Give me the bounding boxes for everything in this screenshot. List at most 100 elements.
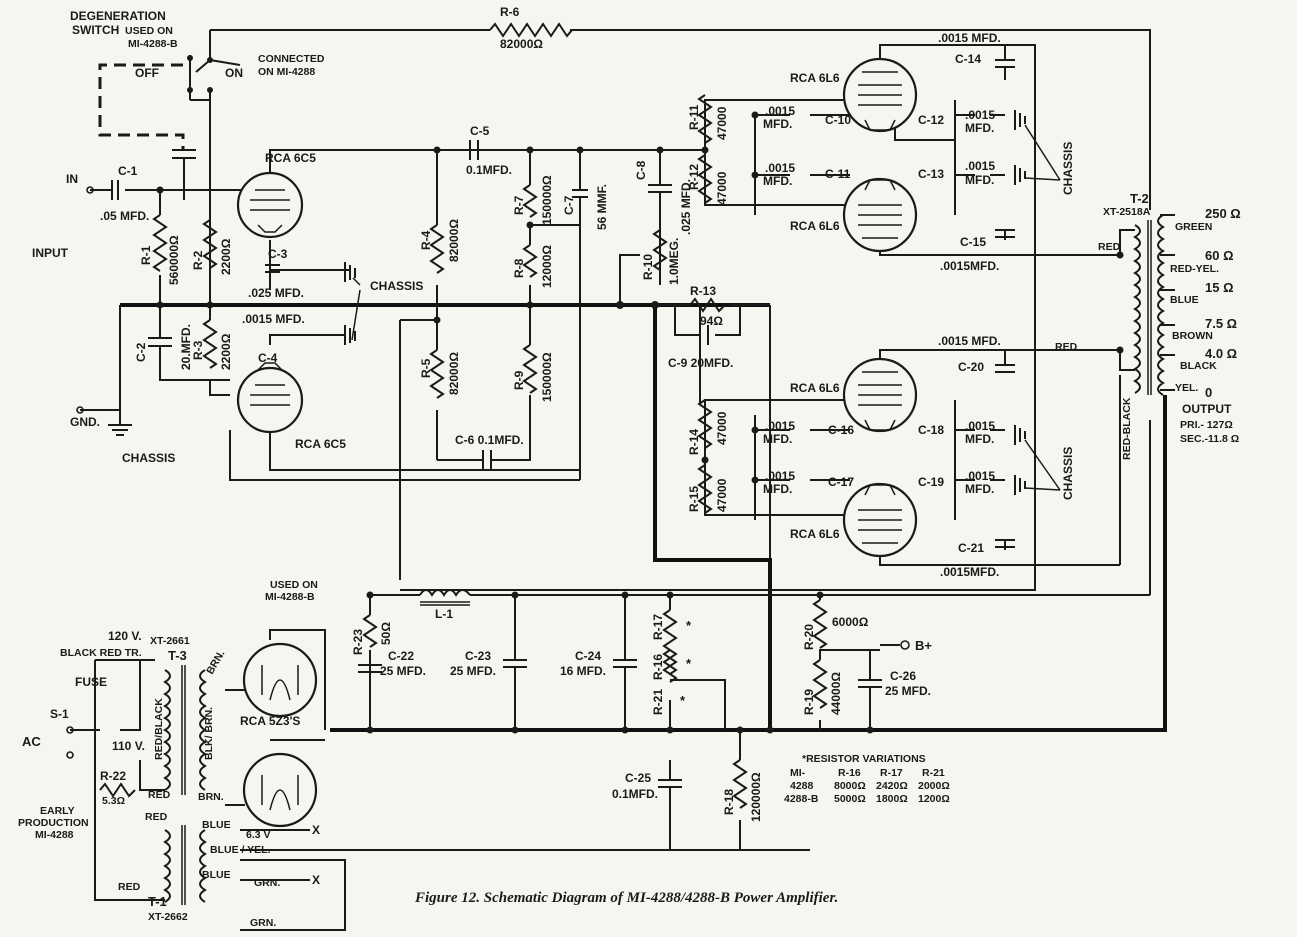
pri-label: PRI.- 127Ω [1180, 419, 1233, 431]
c10-value-a: .0015 [765, 104, 795, 118]
tap-0: 0 [1205, 385, 1212, 400]
r20-label: R-20 [802, 624, 816, 650]
tube-v1 [236, 171, 304, 239]
c25-label: C-25 [625, 771, 651, 785]
early-label-2: PRODUCTION [18, 817, 89, 829]
v120-label: 120 V. [108, 629, 142, 643]
r23-label: R-23 [351, 629, 365, 655]
r5-label: R-5 [419, 358, 433, 378]
c22-label: C-22 [388, 649, 414, 663]
c18-label: C-18 [918, 423, 944, 437]
r1-value: 560000Ω [167, 235, 181, 285]
c16-value-b: MFD. [763, 432, 792, 446]
c20-label: C-20 [958, 360, 984, 374]
heater-x-1: X [312, 823, 320, 837]
c13-value-b: MFD. [965, 173, 994, 187]
tube-v1-label: RCA 6C5 [265, 151, 316, 165]
switch-on-label: ON [225, 66, 243, 80]
t1-label: T-1 [148, 894, 167, 909]
c3-value: .025 MFD. [248, 286, 304, 300]
c13-value-a: .0015 [965, 159, 995, 173]
wire-grn-2: GRN. [250, 917, 276, 929]
r14-label: R-14 [687, 429, 701, 455]
variations-cell-0-1: 8000Ω [834, 780, 866, 792]
r11-label: R-11 [687, 104, 701, 130]
c14-label: C-14 [955, 52, 981, 66]
r7-value: 150000Ω [540, 175, 554, 225]
r7-label: R-7 [512, 195, 526, 215]
c2-label: C-2 [134, 342, 148, 362]
tube-v5-label: RCA 6L6 [790, 381, 840, 395]
c9-label: C-9 20MFD. [668, 356, 733, 370]
variations-cell-0-0: 4288 [790, 780, 814, 792]
r18-label: R-18 [722, 789, 736, 815]
wire-red-4: RED [145, 811, 168, 823]
wire-red-5: RED [118, 881, 141, 893]
c11-value-b: MFD. [763, 174, 792, 188]
tap-black: BLACK [1180, 360, 1217, 372]
brn-label-2: BRN. [198, 791, 224, 803]
c8-value: .025 MFD. [679, 179, 693, 235]
variations-cell-1-3: 1200Ω [918, 793, 950, 805]
c1-value: .05 MFD. [100, 209, 149, 223]
rect-label: RCA 5Z3'S [240, 714, 300, 728]
c16-label: C-16 [828, 423, 854, 437]
variations-cell-0-2: 2420Ω [876, 780, 908, 792]
c12-value-a: .0015 [965, 108, 995, 122]
variations-cell-1-0: 4288-B [784, 793, 819, 805]
input-label: INPUT [32, 246, 69, 260]
tap-60: 60 Ω [1205, 248, 1234, 263]
degen-label-3: USED ON [125, 25, 173, 37]
wire-red-1: RED [1098, 241, 1121, 253]
variations-cell-0-3: 2000Ω [918, 780, 950, 792]
c2-value: 20.MFD. [179, 324, 193, 370]
output-label: OUTPUT [1182, 402, 1232, 416]
l1-label: L-1 [435, 607, 453, 621]
variations-header-1: R-16 [838, 767, 861, 779]
c26-label: C-26 [890, 669, 916, 683]
c17-value-b: MFD. [763, 482, 792, 496]
r12-label: R-12 [687, 164, 701, 190]
red-black-slash-label: RED/BLACK [153, 698, 165, 760]
tap-blue: BLUE [1170, 294, 1199, 306]
c12-label: C-12 [918, 113, 944, 127]
r2-value: 2200Ω [219, 238, 233, 275]
v110-label: 110 V. [112, 739, 145, 753]
used-on-label-2: MI-4288-B [265, 591, 315, 603]
r13-value: 94Ω [700, 314, 723, 328]
wire-blue-2: BLUE [202, 869, 231, 881]
wire-red-2: RED [1055, 341, 1078, 353]
figure-caption: Figure 12. Schematic Diagram of MI-4288/… [414, 890, 838, 906]
c11-value-a: .0015 [765, 161, 795, 175]
t1-value: XT-2662 [148, 911, 188, 923]
v63-label: 6.3 V [246, 829, 271, 841]
r9-label: R-9 [512, 370, 526, 390]
resistors [99, 22, 828, 809]
used-on-label-1: USED ON [270, 579, 318, 591]
tube-v2-label: RCA 6C5 [295, 437, 346, 451]
degen-label-1: DEGENERATION [70, 9, 166, 23]
black-red-tr-label: BLACK RED TR. [60, 647, 142, 659]
tap-250: 250 Ω [1205, 206, 1241, 221]
connected-label-1: CONNECTED [258, 53, 325, 65]
c21-label: C-21 [958, 541, 984, 555]
tube-v6-label: RCA 6L6 [790, 527, 840, 541]
c21-value: .0015MFD. [940, 565, 999, 579]
c19-value-b: MFD. [965, 482, 994, 496]
c20-value: .0015 MFD. [938, 334, 1001, 348]
ground-symbols [344, 110, 1061, 495]
c19-label: C-19 [918, 475, 944, 489]
c16-value-a: .0015 [765, 419, 795, 433]
c23-label: C-23 [465, 649, 491, 663]
c3-label: C-3 [268, 247, 288, 261]
gnd-label: GND. [70, 415, 100, 429]
c25-value: 0.1MFD. [612, 787, 658, 801]
tap-4: 4.0 Ω [1205, 346, 1237, 361]
r21-label: R-21 [651, 689, 665, 715]
c11-label: C-11 [825, 167, 851, 181]
blk-brn-label: BLK/ BRN. [203, 707, 215, 760]
variations-cell-1-2: 1800Ω [876, 793, 908, 805]
degen-label-4: MI-4288-B [128, 38, 178, 50]
